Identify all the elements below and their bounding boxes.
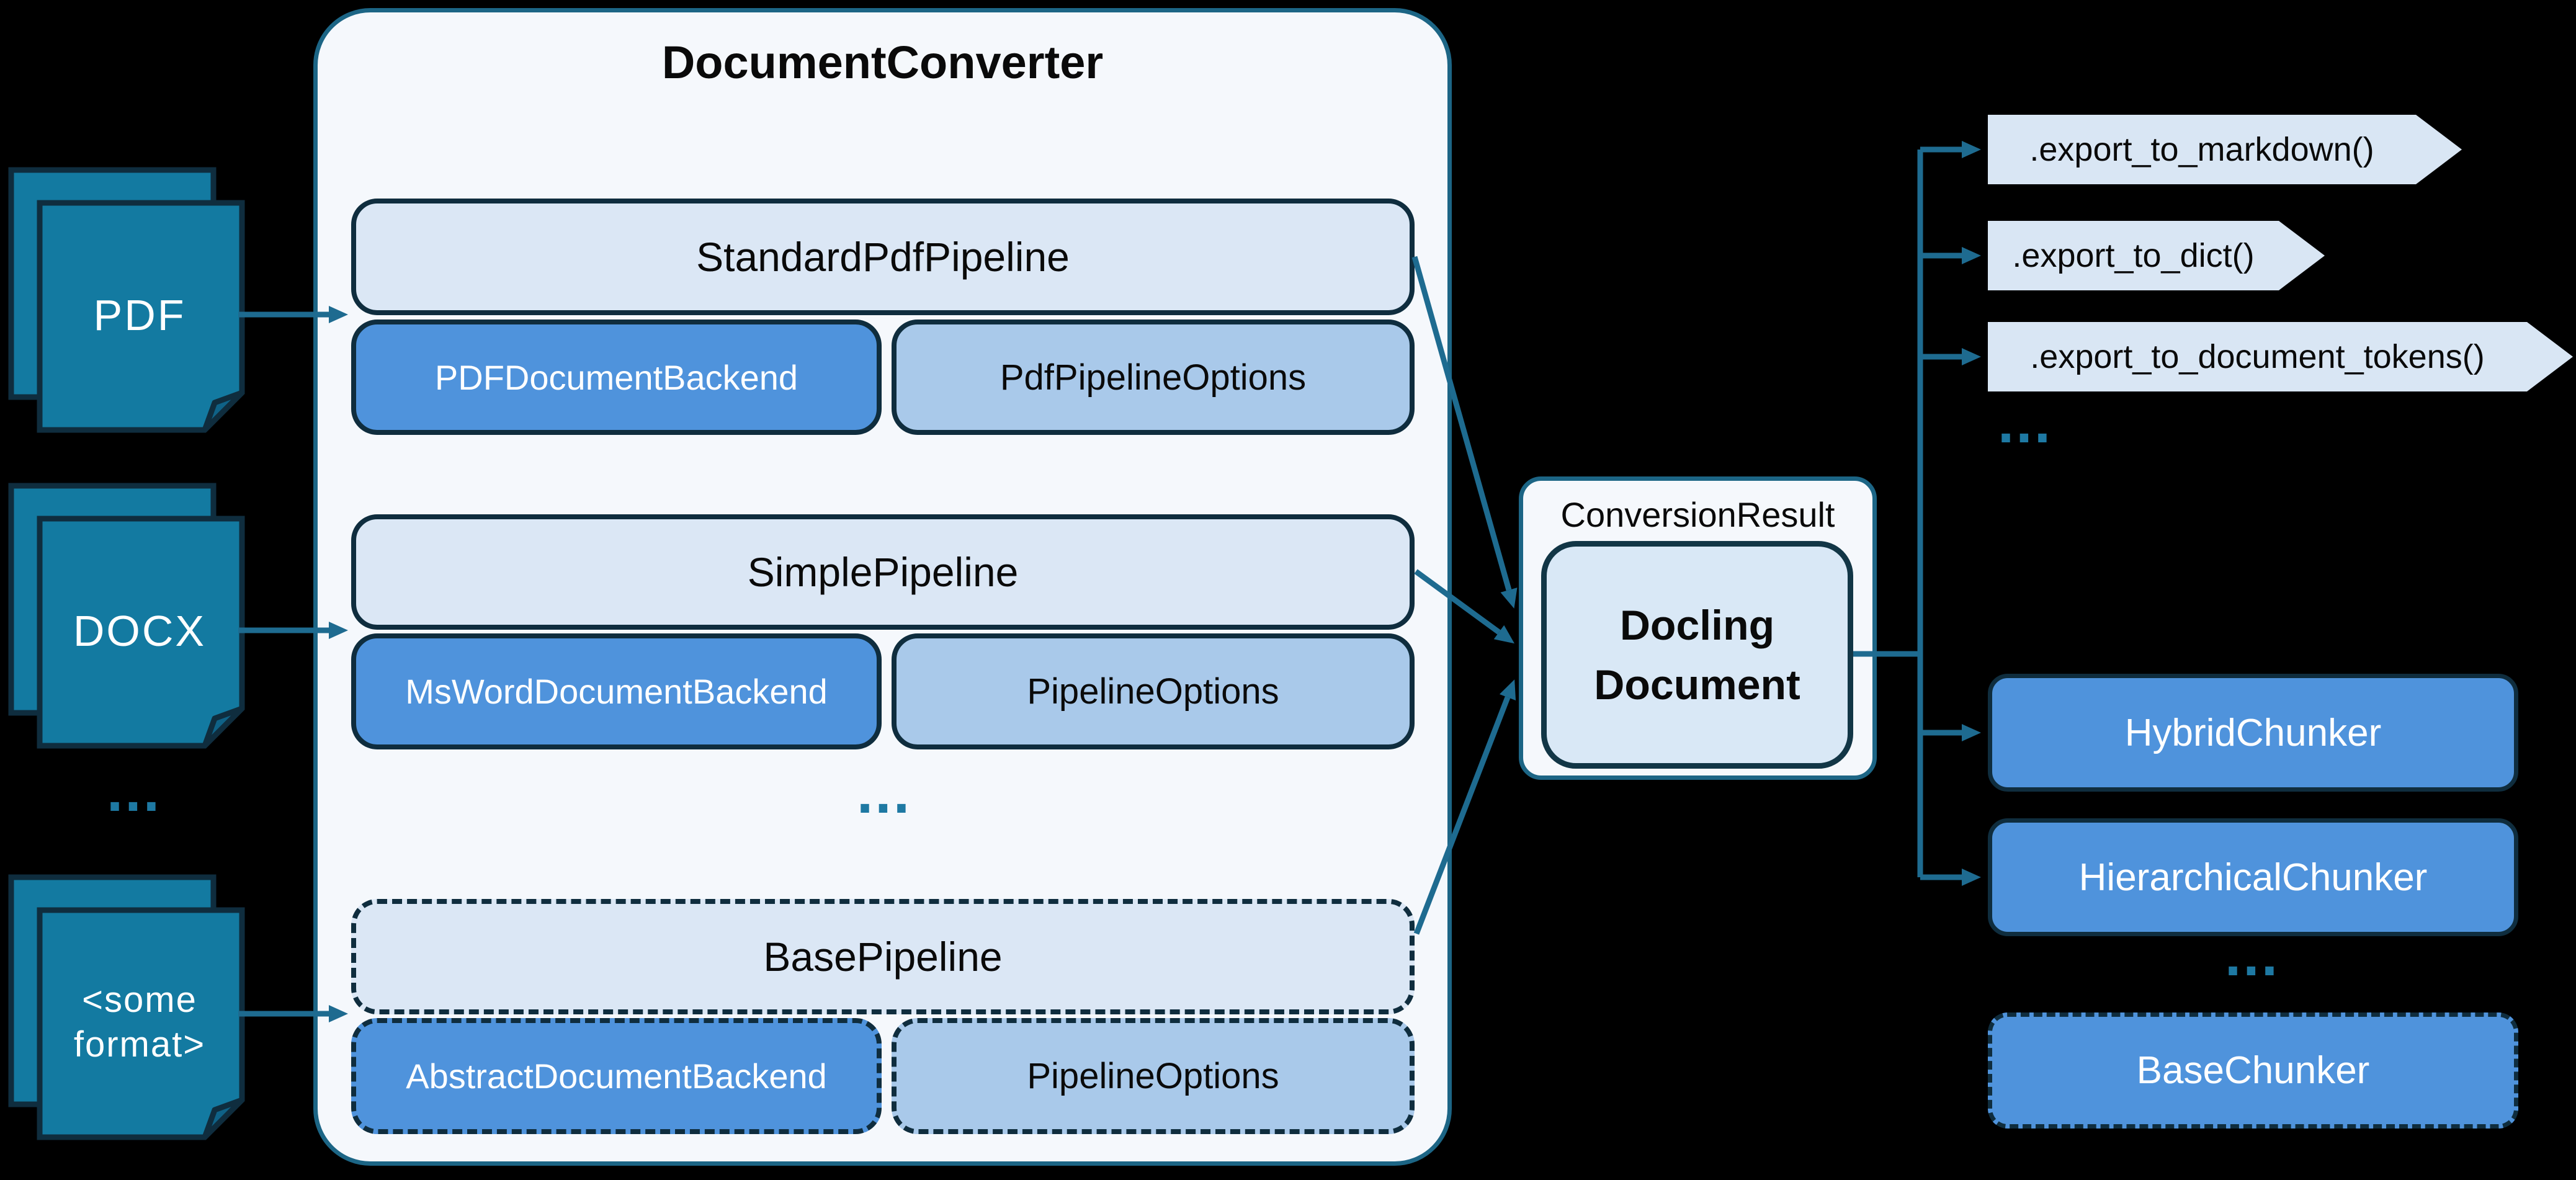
input-doc-stack-docx: DOCX (6, 481, 251, 754)
inputs-ellipsis: ... (106, 758, 162, 824)
pipeline-simple: SimplePipeline (351, 514, 1415, 630)
options-pipeline: PipelineOptions (892, 633, 1415, 749)
backend-abstract-document: AbstractDocumentBackend (351, 1018, 882, 1134)
export-to-markdown-chevron: .export_to_markdown() (1988, 115, 2462, 184)
docling-document-line2: Document (1594, 661, 1800, 708)
exports-ellipsis: ... (1997, 390, 2053, 455)
export-to-dict-chevron: .export_to_dict() (1988, 221, 2325, 290)
docling-document-box: Docling Document (1541, 541, 1853, 769)
docling-document-line1: Docling (1619, 601, 1775, 649)
page-fold (202, 1097, 245, 1140)
backend-msword-document: MsWordDocumentBackend (351, 633, 882, 749)
page-fold (202, 705, 245, 749)
chunkers-ellipsis: ... (2224, 923, 2280, 988)
converter-ellipsis: ... (856, 760, 912, 826)
hierarchical-chunker-box: HierarchicalChunker (1988, 818, 2518, 936)
options-pdf-pipeline: PdfPipelineOptions (892, 320, 1415, 435)
conversion-result-label: ConversionResult (1560, 495, 1835, 534)
document-stack-icon (8, 167, 245, 433)
export-to-document-tokens-chevron: .export_to_document_tokens() (1988, 322, 2573, 391)
input-label-docx: DOCX (73, 607, 207, 655)
backend-pdf-document: PDFDocumentBackend (351, 320, 882, 435)
document-stack-icon (8, 483, 245, 749)
document-converter-title: DocumentConverter (661, 37, 1104, 88)
pipeline-standard-pdf: StandardPdfPipeline (351, 199, 1415, 315)
document-stack-icon (8, 874, 245, 1140)
options-base-pipeline: PipelineOptions (892, 1018, 1415, 1134)
base-chunker-box: BaseChunker (1988, 1012, 2518, 1129)
hybrid-chunker-box: HybridChunker (1988, 674, 2518, 792)
page-fold (202, 390, 245, 433)
input-doc-stack-pdf: PDF (6, 165, 251, 438)
input-label-pdf: PDF (93, 291, 186, 339)
input-label-some-format: <some format> (73, 980, 206, 1065)
pipeline-base: BasePipeline (351, 899, 1415, 1014)
input-doc-stack-some-format: <some format> (6, 872, 251, 1145)
